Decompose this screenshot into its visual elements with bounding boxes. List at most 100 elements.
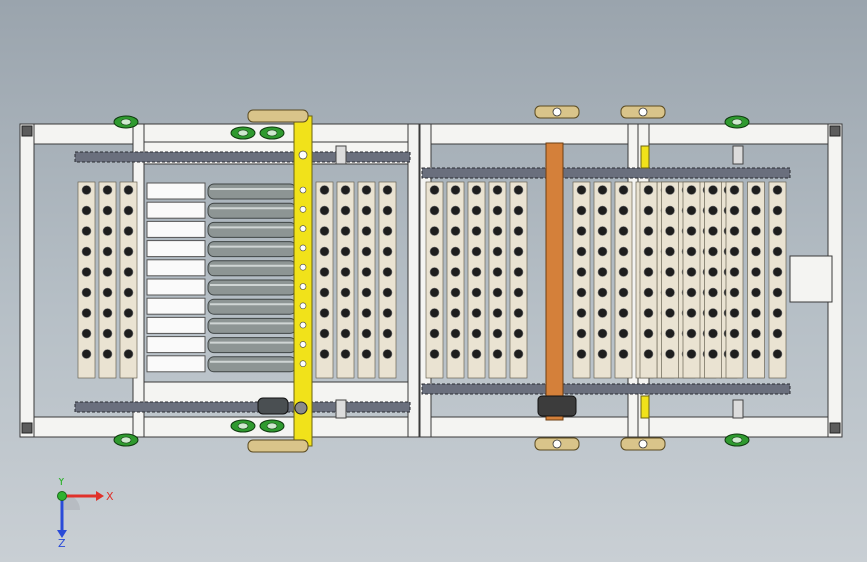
slat-hole — [708, 308, 718, 318]
slat-hole — [81, 287, 92, 298]
slat-hole — [597, 246, 608, 257]
drive-gear — [257, 397, 289, 415]
slat-hole — [340, 226, 351, 236]
slat-hole — [708, 185, 718, 195]
slat-hole — [450, 267, 461, 277]
slat-hole — [665, 328, 675, 339]
slat-hole — [382, 267, 393, 277]
slat-hole — [102, 246, 113, 257]
guide-plate — [146, 355, 206, 373]
slat-hole — [382, 205, 393, 216]
slat-hole — [772, 246, 783, 257]
slat-hole — [319, 246, 330, 257]
slat-hole — [643, 308, 654, 318]
bearing-hole — [638, 107, 648, 117]
slat-hole — [340, 349, 351, 359]
slat-hole — [576, 308, 587, 318]
slat-hole — [708, 246, 718, 257]
side-bracket — [789, 255, 833, 303]
guide-plate — [146, 240, 206, 258]
slat-hole — [729, 185, 740, 195]
slat-hole — [492, 287, 503, 298]
slat-hole — [429, 267, 440, 277]
slat-hole — [751, 185, 761, 195]
slat-hole — [319, 308, 330, 318]
slat-hole — [665, 226, 675, 236]
roller — [207, 356, 297, 373]
shaft-stub — [732, 145, 744, 165]
slat-hole — [576, 349, 587, 359]
slat-hole — [382, 349, 393, 359]
slat-hole — [597, 267, 608, 277]
bearing-hole — [552, 439, 562, 449]
slat-hole — [513, 287, 524, 298]
slat-hole — [513, 205, 524, 216]
slat-hole — [576, 287, 587, 298]
slat-hole — [665, 205, 675, 216]
orange-bar — [545, 142, 564, 421]
slat-hole — [618, 308, 629, 318]
slat-hole — [123, 185, 134, 195]
plate-hole — [299, 283, 307, 290]
slat-hole — [576, 205, 587, 216]
sprocket-hub — [266, 422, 278, 430]
slat-hole — [576, 226, 587, 236]
corner-block — [829, 422, 841, 434]
plate-hole — [299, 186, 307, 194]
plate-hole — [299, 263, 307, 271]
corner-block — [21, 125, 33, 137]
slat-hole — [450, 205, 461, 216]
slat-hole — [643, 226, 654, 236]
slat-hole — [597, 308, 608, 318]
roller — [207, 221, 297, 238]
plate-hole — [299, 244, 307, 252]
chain-strand — [421, 383, 791, 395]
slat-hole — [686, 308, 697, 318]
slat-hole — [708, 205, 718, 216]
corner-block — [21, 422, 33, 434]
slat-hole — [686, 328, 697, 339]
slat-hole — [319, 185, 330, 195]
slat-hole — [123, 267, 134, 277]
slat-hole — [102, 308, 113, 318]
slat-hole — [340, 267, 351, 277]
slat-hole — [618, 185, 629, 195]
bearing-bracket — [247, 439, 309, 453]
sprocket-hub — [731, 436, 743, 444]
slat-hole — [81, 246, 92, 257]
slat-hole — [708, 226, 718, 236]
roller — [207, 202, 297, 219]
slat-hole — [729, 226, 740, 236]
slat-hole — [492, 349, 503, 359]
slat-hole — [361, 349, 372, 359]
slat-hole — [102, 349, 113, 359]
slat-hole — [319, 205, 330, 216]
conveyor-model — [19, 105, 843, 453]
slat-hole — [751, 349, 761, 359]
slat-hole — [361, 287, 372, 298]
slat-hole — [361, 205, 372, 216]
yellow-plate — [293, 115, 313, 447]
slat-hole — [429, 349, 440, 359]
slat-hole — [729, 246, 740, 257]
slat-hole — [576, 328, 587, 339]
roller — [207, 317, 297, 334]
slat-hole — [618, 349, 629, 359]
yellow-tab — [640, 145, 650, 169]
slat-hole — [729, 287, 740, 298]
slat-hole — [382, 185, 393, 195]
slat-hole — [340, 205, 351, 216]
sprocket-hub — [237, 422, 249, 430]
slat-hole — [597, 287, 608, 298]
slat-hole — [686, 226, 697, 236]
slat-hole — [81, 349, 92, 359]
shaft-stub — [732, 399, 744, 419]
slat-hole — [665, 246, 675, 257]
y-axis-dot — [57, 491, 67, 501]
slat-hole — [319, 349, 330, 359]
motor-block — [537, 395, 577, 417]
slat-hole — [772, 226, 783, 236]
slat-hole — [665, 185, 675, 195]
slat-hole — [450, 185, 461, 195]
